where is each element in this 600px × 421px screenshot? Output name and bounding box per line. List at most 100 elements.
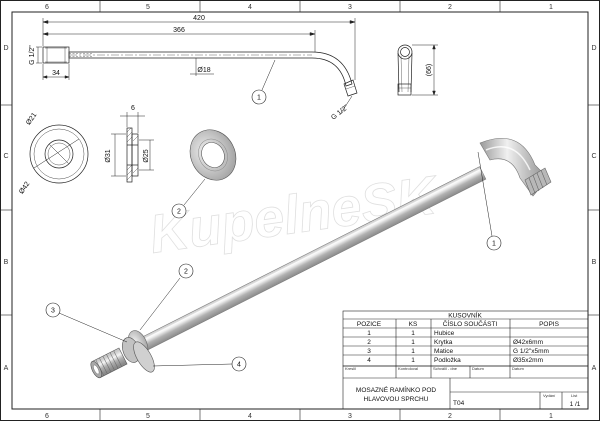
balloon-top-arm-label: 1 [257, 95, 261, 102]
arm-end-view [397, 44, 413, 96]
bom-header-part-number: ČÍSLO SOUČÁSTI [443, 319, 498, 328]
bom-row2-qty: 1 [411, 339, 415, 346]
zone-col-top-5: 2 [448, 4, 452, 11]
dim-left-thread-label: G 1/2" [29, 45, 36, 65]
zone-col-top-3: 4 [248, 4, 252, 11]
zone-row-left-1: D [3, 45, 8, 52]
tb-name-line1: MOSAZNÉ RAMÍNKO POD [356, 385, 436, 394]
dim-cover-thickness-label: 6 [131, 105, 135, 112]
dim-tube-diameter-label: Ø18 [197, 67, 210, 74]
dim-drop-height-label: (66) [426, 64, 433, 76]
zone-row-right-2: C [591, 153, 596, 160]
zone-row-left-4: A [4, 365, 9, 372]
dimension-inner-length [42, 30, 316, 52]
balloon-iso-arm-leader [477, 151, 493, 237]
tb-name-line2: HLAVOVOU SPRCHU [364, 396, 429, 403]
balloon-iso-cover-leader [139, 277, 181, 331]
bom-header-description: POPIS [539, 321, 560, 328]
zone-col-top-6: 1 [549, 4, 553, 11]
balloon-rosette-leader [183, 178, 206, 206]
arm-isometric [90, 138, 552, 379]
bom-row1-position: 1 [367, 330, 371, 337]
cover-front-view [29, 124, 89, 184]
zone-labels: 6 5 4 3 2 1 6 5 4 3 2 1 D C B A D C B A [3, 4, 596, 420]
bom-row4-part: Podložka [434, 357, 461, 364]
dimension-tube-diameter [190, 58, 214, 76]
zone-row-right-3: B [592, 259, 597, 266]
dimension-cover-thickness [120, 112, 145, 133]
balloon-iso-cover [178, 263, 194, 279]
end-thread-outline [343, 79, 358, 97]
zone-row-right-4: A [592, 365, 597, 372]
bom-row1-qty: 1 [411, 330, 415, 337]
dimension-left-thread [36, 46, 42, 64]
tb-date-label-2: Datum [512, 366, 524, 371]
tb-drawing-number: T04 [453, 400, 465, 407]
bom-row1-part: Hubice [434, 330, 455, 337]
zone-col-top-2: 5 [146, 4, 150, 11]
bom-row4-qty: 1 [411, 357, 415, 364]
balloon-iso-washer [231, 356, 247, 372]
dim-socket-length-label: 34 [52, 70, 60, 77]
dim-cover-bore-label: Ø31 [105, 149, 112, 162]
zone-col-top-1: 6 [45, 4, 49, 11]
dimension-socket-length [42, 64, 70, 80]
zone-col-bottom-4: 3 [348, 413, 352, 420]
dim-overall-length-label: 420 [193, 15, 205, 22]
balloon-iso-nut-leader [58, 312, 128, 343]
tb-date-label-1: Datum [472, 366, 484, 371]
bom-row3-qty: 1 [411, 348, 415, 355]
bom-title: KUSOVNÍK [448, 311, 482, 320]
zone-row-left-2: C [3, 153, 8, 160]
bom-row3-part: Matice [434, 348, 454, 355]
balloon-iso-arm [486, 235, 502, 251]
balloon-rosette-label: 2 [177, 209, 181, 216]
balloon-iso-nut [45, 302, 61, 318]
tb-drawn-by-label: Kreslil [345, 366, 356, 371]
balloon-top-arm [251, 89, 267, 105]
dimension-overall-length [42, 18, 356, 80]
tb-edition-label: Vydání [543, 393, 556, 398]
zone-row-left-3: B [4, 259, 9, 266]
bom-row2-desc: Ø42x6mm [513, 339, 543, 346]
zone-col-bottom-6: 1 [549, 413, 553, 420]
balloon-iso-washer-leader [152, 363, 233, 367]
cover-perspective [189, 129, 237, 181]
title-block [342, 365, 589, 410]
cover-section-view [126, 127, 139, 183]
bom-row2-part: Krytka [434, 339, 453, 346]
tube-outline [68, 51, 353, 87]
tb-checked-by-label: Kontroloval [398, 366, 418, 371]
zone-col-bottom-1: 6 [45, 413, 49, 420]
bom-header-position: POZICE [357, 321, 382, 328]
bom-row2-position: 2 [367, 339, 371, 346]
balloon-top-arm-leader [261, 59, 276, 91]
balloon-rosette [171, 203, 187, 219]
tb-sheet-label: List [571, 393, 578, 398]
balloon-iso-nut-label: 3 [51, 308, 55, 315]
zone-col-bottom-3: 4 [248, 413, 252, 420]
balloon-iso-cover-label: 2 [184, 269, 188, 276]
zone-col-bottom-5: 2 [448, 413, 452, 420]
bom-row3-desc: G 1/2"x5mm [513, 348, 549, 355]
bom-row4-desc: Ø35x2mm [513, 357, 543, 364]
bom-header-qty: KS [409, 321, 418, 328]
arm-side-view [42, 46, 358, 97]
tb-approved-label: Schválil - dne [433, 366, 458, 371]
bom-row4-position: 4 [367, 357, 371, 364]
tb-sheet-value: 1 /1 [570, 401, 581, 408]
balloon-iso-washer-label: 4 [237, 362, 241, 369]
dimension-cover-bore [111, 133, 126, 177]
balloon-iso-arm-label: 1 [492, 241, 496, 248]
bom-row3-position: 3 [367, 348, 371, 355]
dimension-drop-height [412, 44, 438, 96]
zone-row-right-1: D [591, 45, 596, 52]
dim-inner-length-label: 366 [173, 27, 185, 34]
dim-cover-step-label: Ø25 [143, 149, 150, 162]
dim-right-thread-leader [340, 95, 353, 114]
zone-col-top-4: 3 [348, 4, 352, 11]
dimension-cover-step [139, 139, 154, 171]
